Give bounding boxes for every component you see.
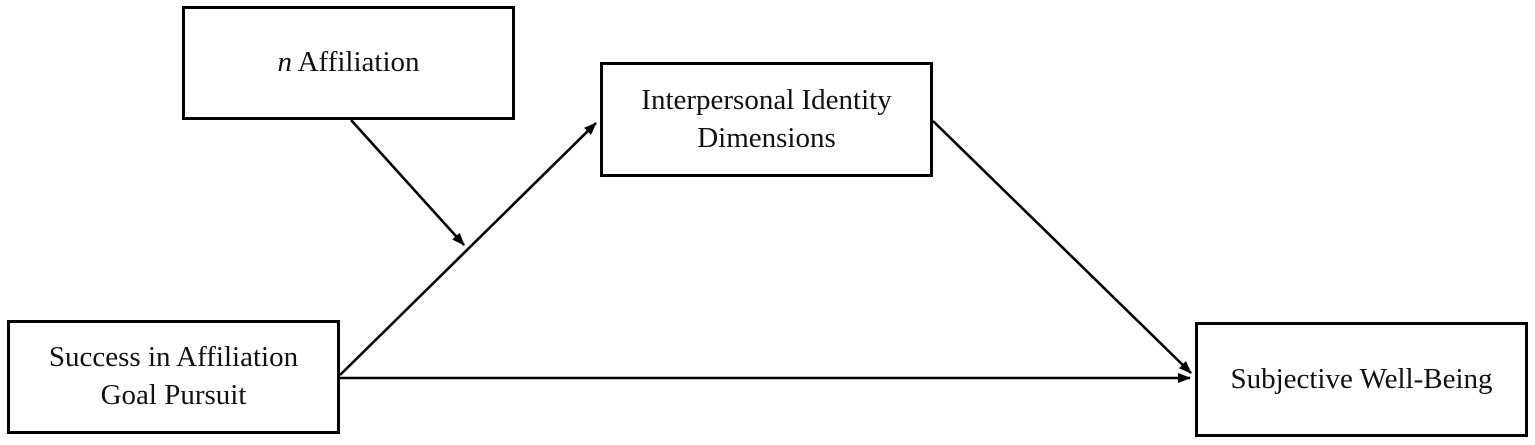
box-interpersonal-identity-dimensions-label: Interpersonal Identity Dimensions [641, 83, 892, 154]
arrow-affiliation-to-mediation-path [350, 119, 465, 246]
n-affiliation-rest: Affiliation [291, 46, 420, 79]
box-n-affiliation: n Affiliation [182, 6, 515, 120]
box-success-in-affiliation-goal-pursuit: Success in Affiliation Goal Pursuit [7, 320, 340, 434]
arrow-identity-to-wellbeing [932, 120, 1192, 374]
box-subjective-well-being: Subjective Well-Being [1195, 322, 1528, 437]
box-n-affiliation-label: n Affiliation [277, 44, 419, 82]
box-interpersonal-identity-dimensions: Interpersonal Identity Dimensions [600, 62, 933, 177]
box-success-in-affiliation-goal-pursuit-label: Success in Affiliation Goal Pursuit [48, 341, 299, 411]
box-subjective-well-being-label: Subjective Well-Being [1230, 362, 1493, 395]
arrow-success-to-identity [339, 122, 597, 376]
n-affiliation-italic-n: n [277, 46, 292, 79]
